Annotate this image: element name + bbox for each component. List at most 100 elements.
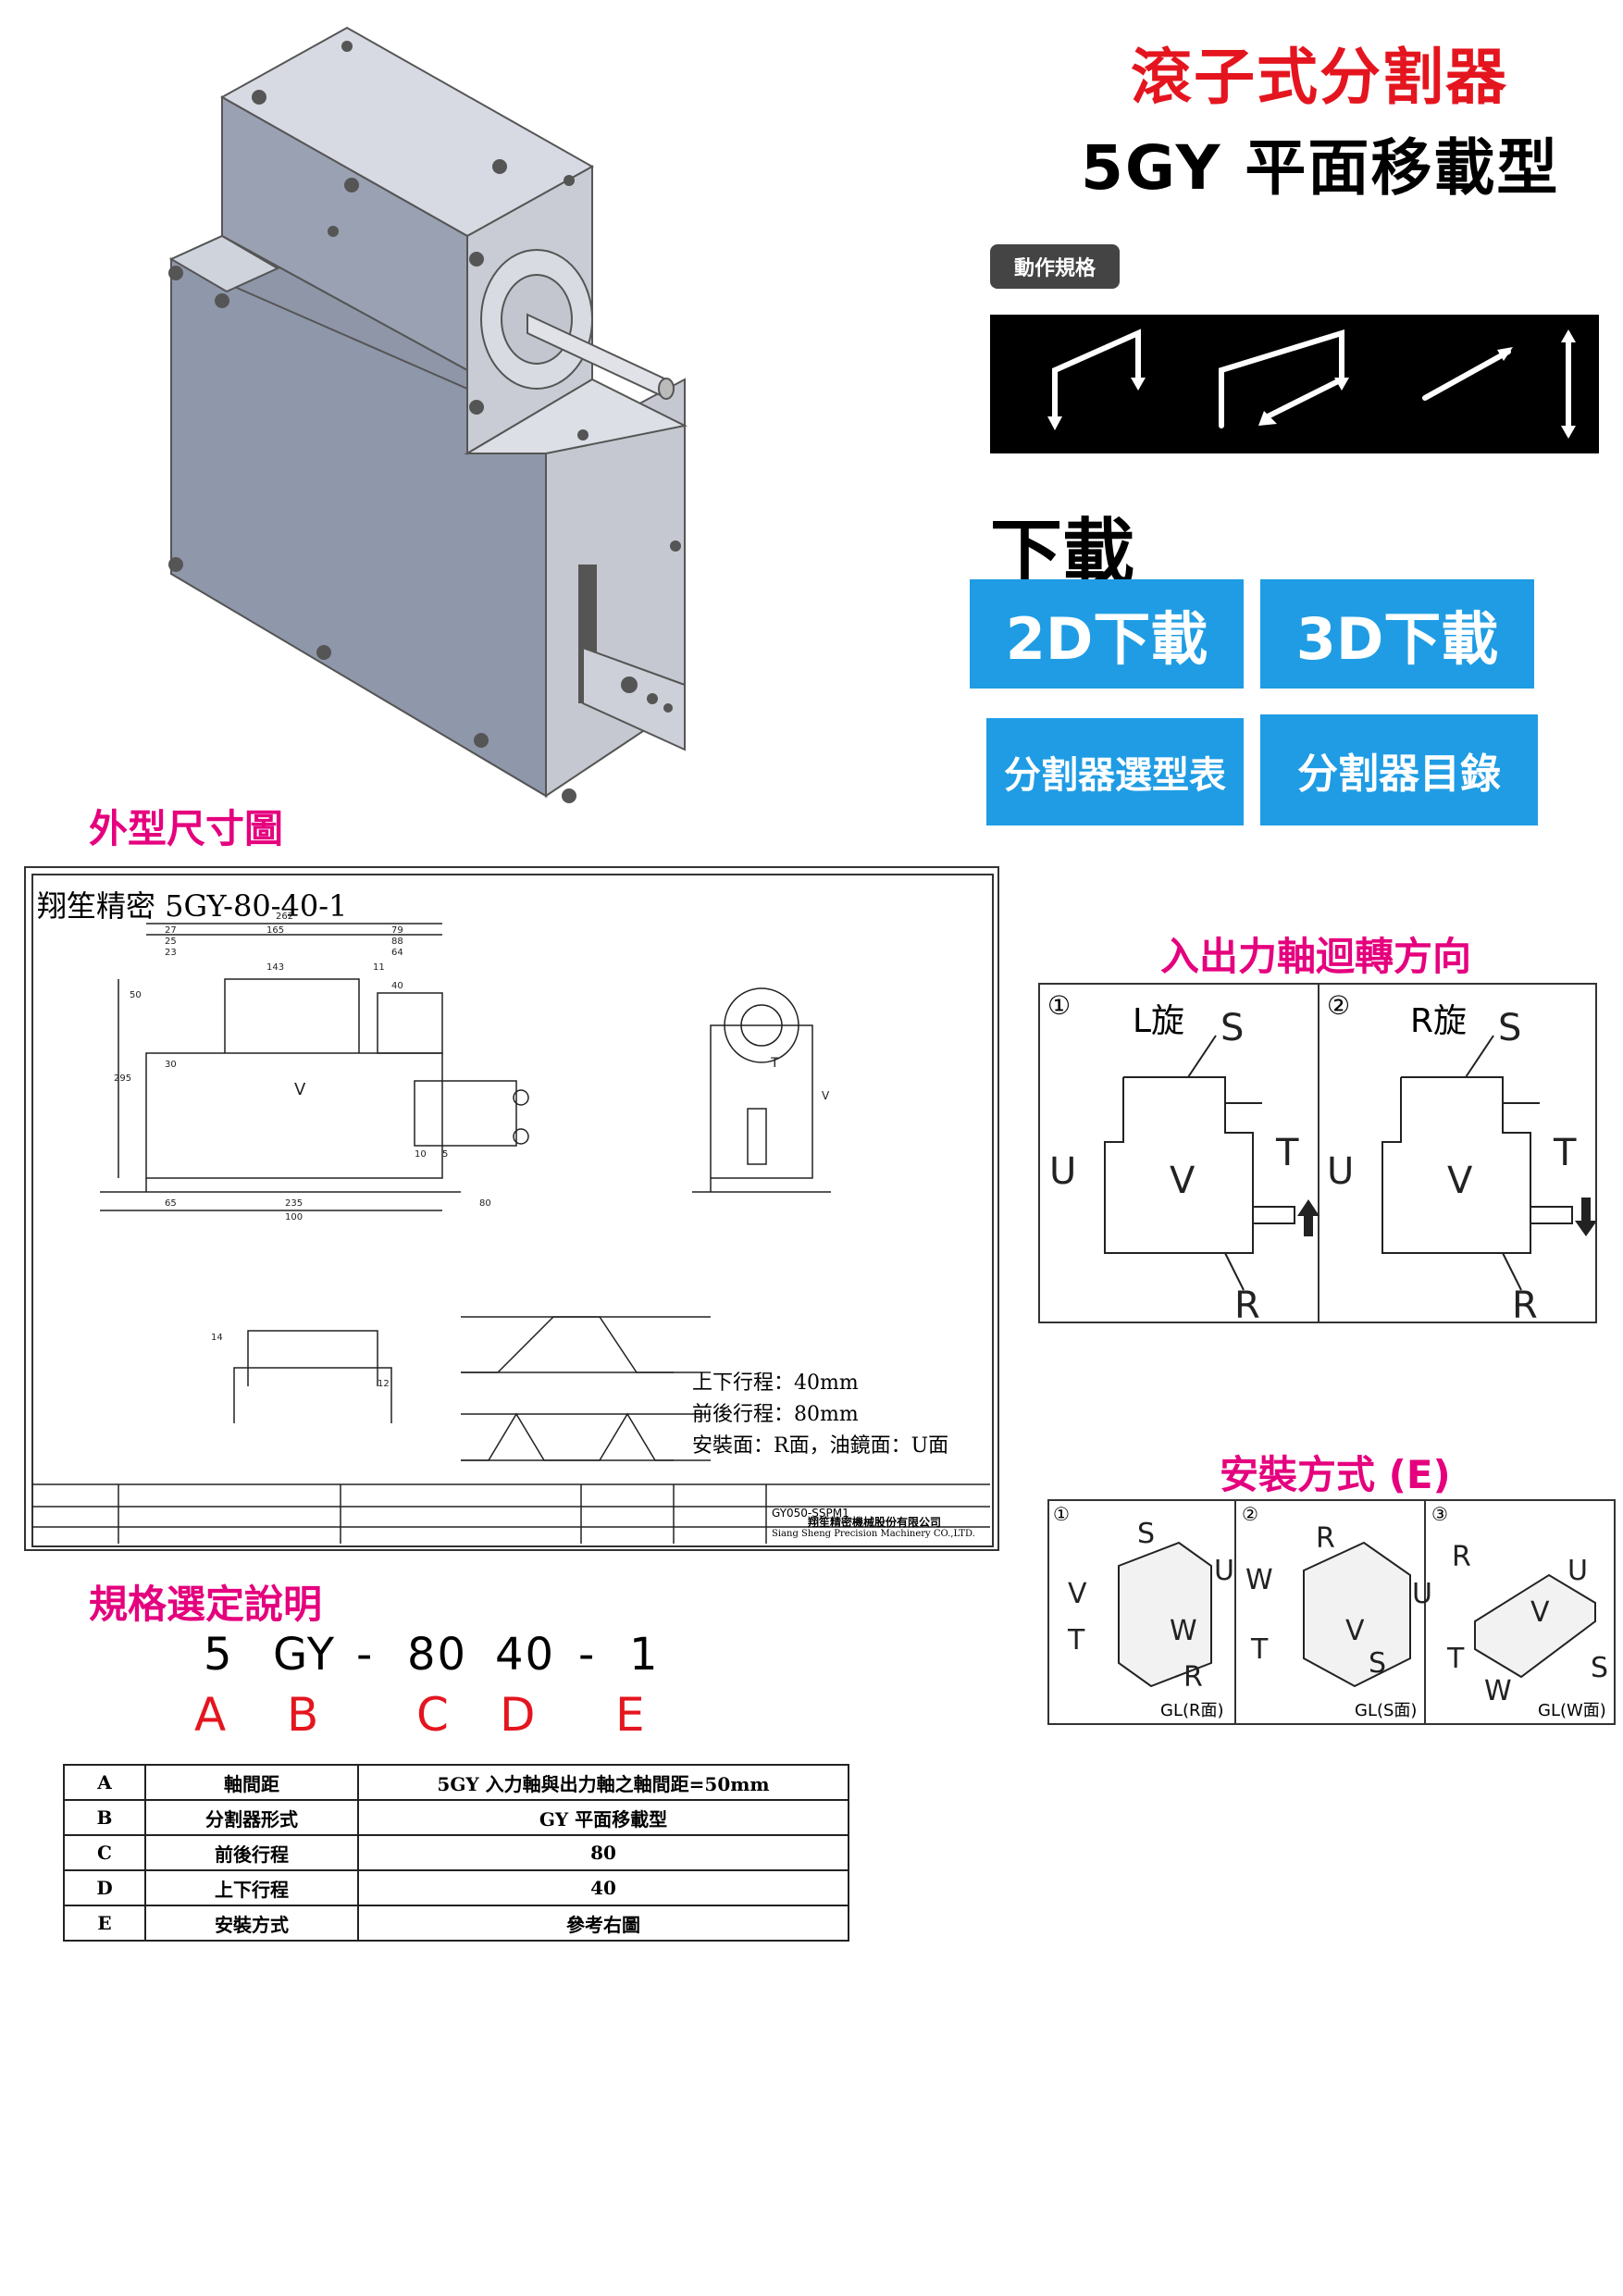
product-title: 滾子式分割器: [1131, 42, 1508, 113]
mount-num-1: ①: [1053, 1503, 1070, 1525]
dim-label: 88: [391, 937, 403, 947]
spec-value: 40: [357, 1869, 849, 1906]
dim-label: 30: [165, 1060, 177, 1070]
svg-text:U: U: [1567, 1555, 1588, 1587]
dim-label: 80: [479, 1198, 491, 1209]
spec-name: 軸間距: [144, 1764, 359, 1801]
dim-label: 14: [211, 1333, 223, 1343]
rotation-num-2: ②: [1327, 990, 1351, 1021]
svg-text:R: R: [1183, 1661, 1203, 1694]
svg-text:R: R: [1316, 1522, 1335, 1555]
rotation-heading: 入出力軸迴轉方向: [1160, 934, 1472, 979]
selection-table-button[interactable]: 分割器選型表: [986, 718, 1244, 825]
spec-value: GY 平面移載型: [357, 1799, 849, 1836]
code-part-e: 1: [629, 1629, 660, 1681]
spec-key: B: [63, 1799, 146, 1836]
mounting-heading: 安裝方式 (E): [1220, 1452, 1451, 1497]
svg-text:W: W: [1245, 1564, 1273, 1596]
code-part-c: 80: [407, 1629, 468, 1681]
svg-text:T: T: [1446, 1643, 1465, 1675]
dim-label: 11: [373, 962, 385, 973]
svg-text:V: V: [822, 1089, 830, 1102]
drawing-note-horizontal-stroke: 前後行程：80mm: [692, 1403, 859, 1426]
svg-text:W: W: [1484, 1675, 1512, 1707]
spec-name: 上下行程: [144, 1869, 359, 1906]
table-row: B 分割器形式 GY 平面移載型: [63, 1799, 849, 1836]
drawing-part-no: GY050-SSPM1: [772, 1507, 849, 1520]
svg-text:T: T: [1250, 1633, 1269, 1666]
mount-num-3: ③: [1431, 1503, 1448, 1525]
dim-label: 27: [165, 925, 177, 936]
dim-label: 100: [285, 1212, 303, 1222]
mount-caption-2: GL(S面): [1355, 1701, 1418, 1720]
svg-text:V: V: [294, 1080, 306, 1099]
rotation-num-1: ①: [1047, 990, 1072, 1021]
code-letter-c: C: [416, 1688, 449, 1742]
product-3d-image: [168, 26, 688, 803]
download-2d-button[interactable]: 2D下載: [970, 579, 1244, 689]
dimension-drawing: 翔笙精密 5GY-80-40-1: [24, 866, 999, 1551]
code-part-b: GY: [273, 1629, 337, 1681]
motion-spec-tag: 動作規格: [990, 244, 1120, 289]
drawing-company-cn: 翔笙精密機械股份有限公司: [808, 1516, 942, 1529]
dim-label: 64: [391, 948, 403, 958]
spec-guide-heading: 規格選定說明: [89, 1582, 323, 1627]
dim-label: 10: [415, 1149, 427, 1160]
svg-text:W: W: [1170, 1615, 1197, 1647]
product-subtitle: 5GY 平面移載型: [1081, 132, 1560, 204]
dim-262: 262: [276, 912, 293, 922]
drawing-title: 翔笙精密 5GY-80-40-1: [37, 888, 348, 924]
spec-table: A 軸間距 5GY 入力軸與出力軸之軸間距=50mm B 分割器形式 GY 平面…: [63, 1764, 849, 1942]
dim-label: 25: [165, 937, 177, 947]
drawing-company-en: Siang Sheng Precision Machinery CO.,LTD.: [772, 1529, 975, 1539]
rotation-l-label: L旋: [1133, 1002, 1185, 1040]
code-part-a: 5: [204, 1629, 234, 1681]
svg-text:U: U: [1327, 1150, 1354, 1193]
svg-text:R: R: [1452, 1541, 1471, 1573]
table-row: A 軸間距 5GY 入力軸與出力軸之軸間距=50mm: [63, 1764, 849, 1801]
mount-caption-1: GL(R面): [1160, 1701, 1224, 1720]
svg-text:V: V: [1447, 1160, 1473, 1202]
code-letter-d: D: [500, 1688, 536, 1742]
dim-label: 12: [378, 1379, 390, 1389]
svg-text:T: T: [1275, 1132, 1299, 1174]
dim-label: 40: [391, 981, 403, 991]
svg-text:S: S: [1220, 1007, 1244, 1049]
svg-text:T: T: [1553, 1132, 1577, 1174]
dim-295: 295: [114, 1074, 131, 1084]
svg-text:V: V: [1345, 1615, 1365, 1647]
code-dash-1: -: [356, 1629, 375, 1681]
drawing-note-vertical-stroke: 上下行程：40mm: [692, 1371, 859, 1395]
spec-key: C: [63, 1834, 146, 1871]
spec-key: D: [63, 1869, 146, 1906]
spec-key: E: [63, 1905, 146, 1942]
drawing-note-mounting: 安裝面：R面，油鏡面：U面: [692, 1434, 949, 1458]
dim-label: 65: [165, 1198, 177, 1209]
spec-value: 5GY 入力軸與出力軸之軸間距=50mm: [357, 1764, 849, 1801]
table-row: C 前後行程 80: [63, 1834, 849, 1871]
dim-label: 143: [266, 962, 284, 973]
catalog-button[interactable]: 分割器目錄: [1260, 714, 1538, 825]
spec-name: 安裝方式: [144, 1905, 359, 1942]
dim-label: 165: [266, 925, 284, 936]
table-row: D 上下行程 40: [63, 1869, 849, 1906]
dimension-heading: 外型尺寸圖: [89, 806, 284, 851]
dim-label: 5: [442, 1149, 448, 1160]
svg-text:T: T: [770, 1056, 779, 1071]
code-part-d: 40: [495, 1629, 556, 1681]
spec-value: 80: [357, 1834, 849, 1871]
spec-name: 分割器形式: [144, 1799, 359, 1836]
svg-text:R: R: [1512, 1285, 1538, 1322]
spec-value: 參考右圖: [357, 1905, 849, 1942]
svg-text:U: U: [1049, 1150, 1076, 1193]
dim-label: 23: [165, 948, 177, 958]
download-3d-button[interactable]: 3D下載: [1260, 579, 1534, 689]
svg-text:U: U: [1412, 1578, 1432, 1610]
motion-pattern-strip: [990, 315, 1599, 453]
mount-num-2: ②: [1242, 1503, 1258, 1525]
code-letter-e: E: [615, 1688, 645, 1742]
